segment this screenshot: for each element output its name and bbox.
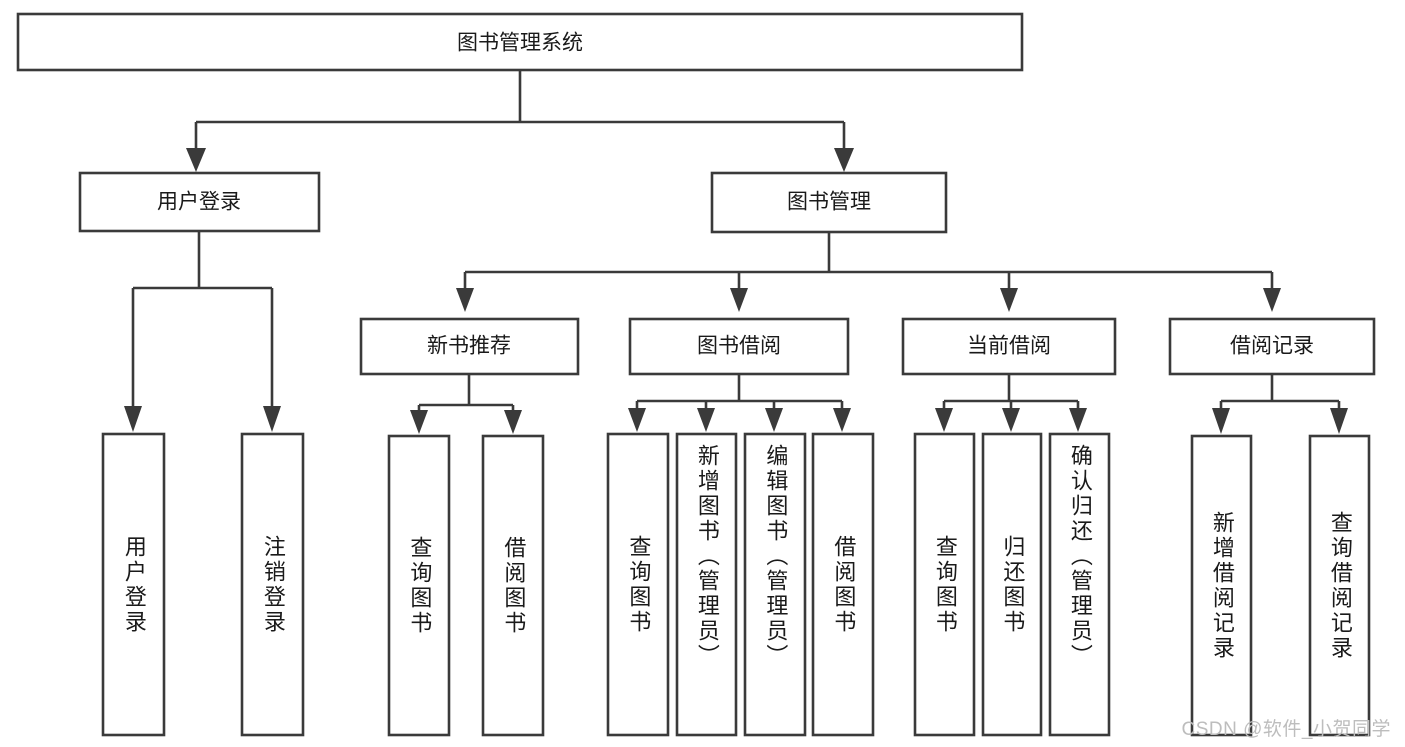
- node-new-book-recommend-label: 新书推荐: [427, 335, 511, 358]
- node-user-login[interactable]: 用户登录: [78, 171, 321, 233]
- node-root-label: 图书管理系统: [457, 32, 583, 55]
- leaf-box: [387, 434, 451, 737]
- leaf-box: [606, 432, 670, 737]
- connector-newbook-to-leaves: [410, 374, 522, 434]
- leaf-box: [981, 432, 1043, 737]
- leaf-box: [481, 434, 545, 737]
- node-new-book-recommend[interactable]: 新书推荐: [359, 317, 580, 376]
- connector-root-to-level1: [186, 70, 854, 172]
- node-book-borrow-label: 图书借阅: [697, 335, 781, 358]
- node-book-management[interactable]: 图书管理: [710, 171, 948, 234]
- leaf-boxes: [101, 432, 1371, 737]
- connector-userlogin-to-leaves: [124, 231, 281, 432]
- node-root[interactable]: 图书管理系统: [16, 12, 1024, 72]
- node-current-borrow[interactable]: 当前借阅: [901, 317, 1117, 376]
- node-borrow-records[interactable]: 借阅记录: [1168, 317, 1376, 376]
- leaf-box: [1308, 434, 1371, 737]
- connector-current-to-leaves: [935, 374, 1087, 432]
- leaf-box: [675, 432, 738, 737]
- leaf-box: [240, 432, 305, 737]
- leaf-box: [101, 432, 166, 737]
- leaf-box: [743, 432, 807, 737]
- connector-bookmgmt-to-level2: [456, 232, 1281, 312]
- leaf-box: [1048, 432, 1111, 737]
- node-borrow-records-label: 借阅记录: [1230, 335, 1314, 358]
- node-book-borrow[interactable]: 图书借阅: [628, 317, 850, 376]
- leaf-box: [811, 432, 875, 737]
- leaf-box: [1190, 434, 1253, 737]
- watermark-text: CSDN @软件_小贺同学: [1181, 719, 1391, 740]
- leaf-box: [913, 432, 976, 737]
- connector-borrow-to-leaves: [628, 374, 851, 432]
- node-book-management-label: 图书管理: [787, 191, 871, 214]
- node-user-login-label: 用户登录: [157, 191, 241, 214]
- connector-records-to-leaves: [1212, 374, 1348, 434]
- node-current-borrow-label: 当前借阅: [967, 335, 1051, 358]
